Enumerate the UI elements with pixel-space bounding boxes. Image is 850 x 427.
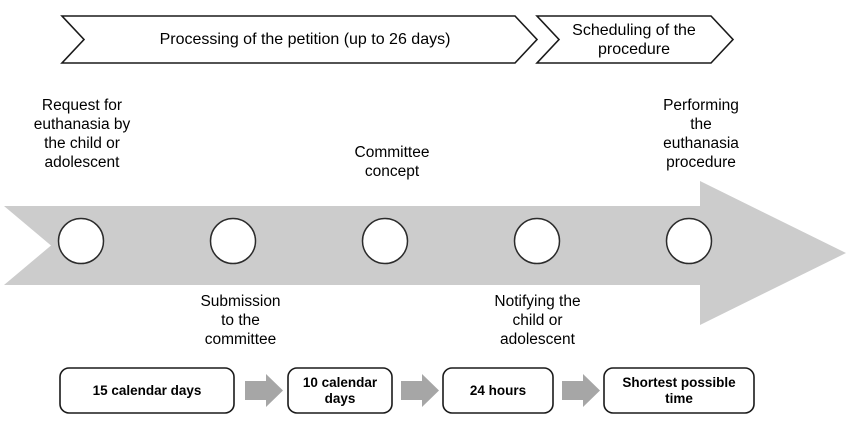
duration-label-15-calendar-days: 15 calendar days [92,382,202,398]
title-banner [60,15,735,64]
duration-connector-group [245,374,600,407]
duration-label-shortest-possible-time: Shortest possible time [622,374,736,406]
timeline-node-group [57,217,713,265]
timeline-node-3[interactable] [361,217,409,265]
timeline-arrow-shape [4,181,846,325]
banner-segment-scheduling [535,15,735,64]
banner-segment-processing [60,15,539,64]
banner-segment-processing-label: Processing of the petition (up to 26 day… [159,31,451,48]
duration-connector-arrow-2 [401,374,439,407]
milestone-label-notifying-the-child: Notifying the child or adolescent [494,293,581,348]
duration-label-24-hours: 24 hours [469,382,527,398]
timeline-node-1[interactable] [57,217,105,265]
duration-connector-arrow-1 [245,374,283,407]
milestone-label-performing-the-procedure: Performing the euthanasia procedure [663,97,739,171]
duration-box-4[interactable] [603,367,755,414]
milestone-label-request-for-euthanasia: Request for euthanasia by the child or a… [33,97,131,171]
timeline-arrow-band [4,181,846,325]
timeline-node-2[interactable] [209,217,257,265]
timeline-node-4[interactable] [513,217,561,265]
duration-box-3[interactable] [442,367,554,414]
duration-connector-arrow-3 [562,374,600,407]
milestone-label-committee-concept: Committee concept [354,144,430,180]
duration-label-10-calendar-days: 10 calendar days [302,374,378,406]
duration-box-2[interactable] [287,367,393,414]
duration-box-1[interactable] [59,367,235,414]
banner-segment-scheduling-label: Scheduling of the procedure [572,21,696,58]
milestone-label-submission-to-committee: Submission to the committee [200,293,281,348]
duration-box-group [59,367,755,414]
timeline-node-5[interactable] [665,217,713,265]
